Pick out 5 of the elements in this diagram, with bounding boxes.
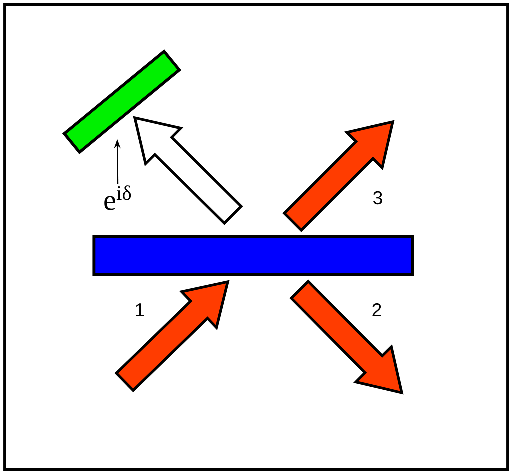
beam-number: 2	[372, 303, 382, 316]
plate	[92, 236, 414, 276]
formula-label: e$^{iδ}$	[104, 186, 132, 210]
beam-number: 3	[374, 191, 382, 205]
beam-number: 1	[136, 304, 144, 316]
